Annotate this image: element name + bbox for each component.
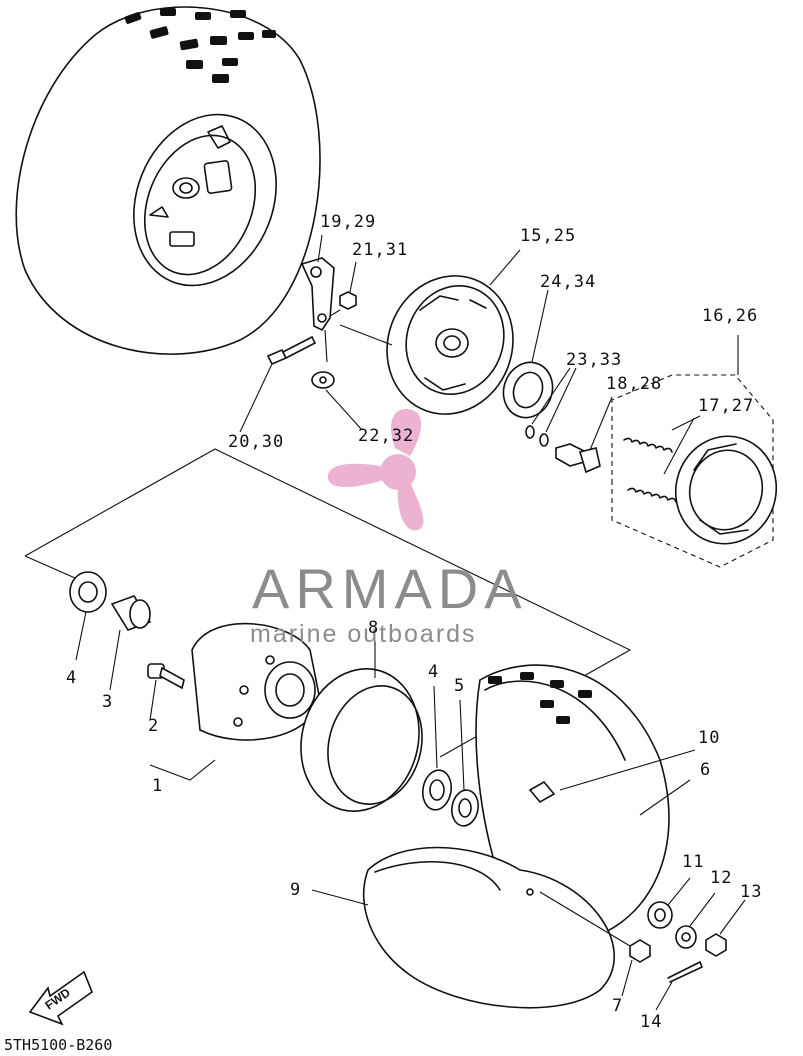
brake-backing-plate bbox=[339, 249, 521, 415]
drawing-code: 5TH5100-B260 bbox=[4, 1036, 113, 1054]
label-24-34: 24,34 bbox=[540, 272, 597, 292]
label-17-27: 17,27 bbox=[698, 396, 755, 416]
watermark-brand: ARMADA bbox=[252, 557, 528, 620]
brake-cam-lever bbox=[300, 234, 335, 363]
hub-bolt bbox=[147, 663, 185, 721]
label-21-31: 21,31 bbox=[352, 240, 409, 260]
label-8: 8 bbox=[368, 618, 380, 638]
wheel-bearing-left bbox=[69, 571, 107, 661]
label-19-29: 19,29 bbox=[320, 212, 377, 232]
label-15-25: 15,25 bbox=[520, 226, 577, 246]
watermark-tagline: marine outboards bbox=[250, 620, 477, 648]
lever-bolt bbox=[239, 335, 317, 433]
label-12: 12 bbox=[710, 868, 733, 888]
wheel-rim bbox=[311, 846, 615, 1009]
tire-valve bbox=[528, 749, 696, 804]
label-6: 6 bbox=[700, 760, 712, 780]
lever-nut bbox=[329, 261, 357, 317]
label-16-26: 16,26 bbox=[702, 306, 759, 326]
label-4-left: 4 bbox=[66, 668, 78, 688]
washer-12 bbox=[675, 892, 716, 949]
brake-springs bbox=[623, 415, 701, 503]
axle-nut-13 bbox=[705, 899, 746, 957]
inner-tube-liner bbox=[300, 640, 423, 812]
collar-11 bbox=[647, 877, 691, 929]
label-10: 10 bbox=[698, 728, 721, 748]
label-13: 13 bbox=[740, 882, 763, 902]
hub-oil-seal bbox=[451, 699, 479, 827]
axle-nut-7 bbox=[539, 891, 651, 997]
brake-camshaft bbox=[555, 396, 613, 474]
label-9: 9 bbox=[290, 880, 302, 900]
label-1: 1 bbox=[152, 776, 164, 796]
collar-spacer bbox=[109, 595, 152, 691]
label-3: 3 bbox=[102, 692, 114, 712]
propeller-icon bbox=[327, 409, 424, 531]
label-11: 11 bbox=[682, 852, 705, 872]
assembled-wheel-tire bbox=[15, 6, 321, 355]
wheel-bearing-right bbox=[421, 685, 453, 811]
forward-direction-arrow bbox=[28, 970, 93, 1026]
label-5: 5 bbox=[454, 676, 466, 696]
label-14: 14 bbox=[640, 1012, 663, 1032]
wear-indicator-plate bbox=[311, 371, 363, 431]
o-rings bbox=[525, 367, 577, 447]
label-20-30: 20,30 bbox=[228, 432, 285, 452]
label-18-28: 18,28 bbox=[606, 374, 663, 394]
label-2: 2 bbox=[148, 716, 160, 736]
label-4-right: 4 bbox=[428, 662, 440, 682]
cotter-pin-14 bbox=[655, 961, 703, 1011]
label-23-33: 23,33 bbox=[566, 350, 623, 370]
label-22-32: 22,32 bbox=[358, 426, 415, 446]
label-7: 7 bbox=[612, 996, 624, 1016]
brake-shoe-kit bbox=[674, 335, 778, 545]
tire-tread-blocks bbox=[124, 8, 276, 83]
oil-seal bbox=[502, 289, 554, 419]
